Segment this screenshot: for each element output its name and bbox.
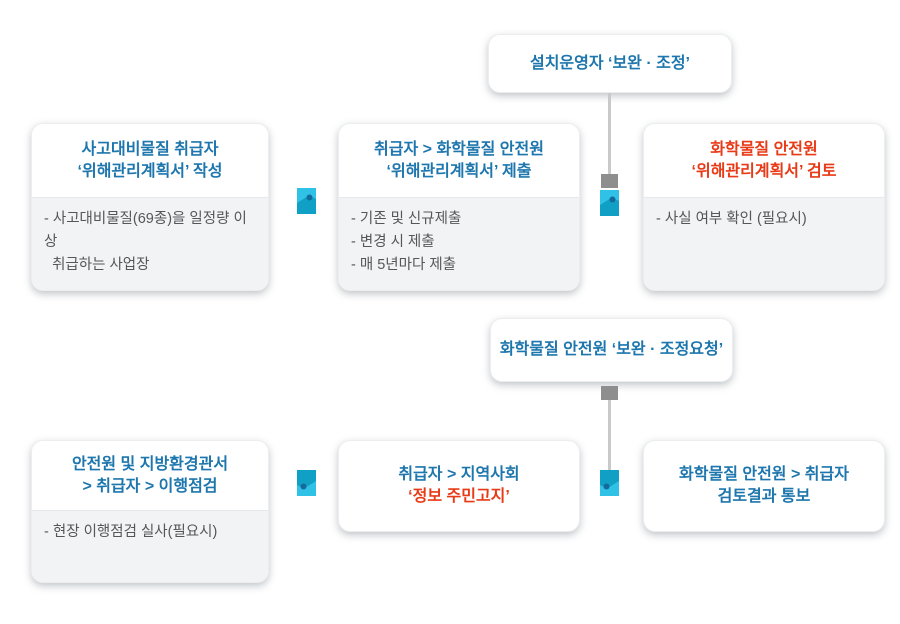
card-title-line1: 취급자 > 화학물질 안전원 bbox=[374, 140, 544, 158]
card-body-line: - 사고대비물질(69종)을 일정량 이상 bbox=[44, 211, 247, 250]
node-plan-writing-card: 사고대비물질 취급자 ‘위해관리계획서’ 작성 - 사고대비물질(69종)을 일… bbox=[31, 123, 269, 291]
card-title-line2: ‘위해관리계획서’ 검토 bbox=[691, 162, 837, 180]
card-body: - 현장 이행점검 실사(필요시) bbox=[32, 510, 268, 582]
card-body-line: - 사실 여부 확인 (필요시) bbox=[656, 211, 807, 227]
card-title-line2: > 취급자 > 이행점검 bbox=[82, 477, 218, 495]
node-institute-revision-request: 화학물질 안전원 ‘보완 · 조정요청’ bbox=[490, 318, 733, 382]
card-title-line2: ‘위해관리계획서’ 작성 bbox=[77, 162, 223, 180]
node-label-line2: ‘정보 주민고지’ bbox=[408, 488, 510, 505]
node-label-line1: 화학물질 안전원 > 취급자 bbox=[679, 466, 849, 483]
arrow-right-image-icon bbox=[297, 188, 316, 214]
connector-endpoint-square-top bbox=[601, 174, 618, 188]
card-body-line: - 변경 시 제출 bbox=[351, 234, 435, 250]
card-body: - 사실 여부 확인 (필요시) bbox=[644, 197, 884, 290]
card-title: 취급자 > 화학물질 안전원 ‘위해관리계획서’ 제출 bbox=[339, 124, 579, 197]
arrow-left-image-icon bbox=[297, 470, 316, 496]
card-title: 화학물질 안전원 ‘위해관리계획서’ 검토 bbox=[644, 124, 884, 197]
node-resident-notification: 취급자 > 지역사회 ‘정보 주민고지’ bbox=[338, 440, 580, 532]
node-label-line2: 검토결과 통보 bbox=[717, 488, 811, 505]
node-plan-submission-card: 취급자 > 화학물질 안전원 ‘위해관리계획서’ 제출 - 기존 및 신규제출 … bbox=[338, 123, 580, 291]
connector-endpoint-square-mid bbox=[601, 386, 618, 400]
card-title: 사고대비물질 취급자 ‘위해관리계획서’ 작성 bbox=[32, 124, 268, 197]
card-title-line1: 사고대비물질 취급자 bbox=[81, 140, 219, 158]
card-body-line: - 기존 및 신규제출 bbox=[351, 211, 462, 227]
card-body-line: - 현장 이행점검 실사(필요시) bbox=[44, 524, 218, 540]
node-review-result-notice: 화학물질 안전원 > 취급자 검토결과 통보 bbox=[643, 440, 885, 532]
arrow-left-image-icon bbox=[600, 470, 619, 496]
card-title-line2: ‘위해관리계획서’ 제출 bbox=[386, 162, 532, 180]
card-body-line: 취급하는 사업장 bbox=[44, 257, 150, 273]
card-title-line1: 안전원 및 지방환경관서 bbox=[71, 455, 229, 473]
connector-line-mid bbox=[608, 400, 611, 470]
card-body-line: - 매 5년마다 제출 bbox=[351, 257, 457, 273]
node-label-line1: 취급자 > 지역사회 bbox=[398, 466, 520, 483]
node-label: 설치운영자 ‘보완 · 조정’ bbox=[529, 54, 691, 72]
card-title-line1: 화학물질 안전원 bbox=[710, 140, 818, 158]
card-title: 안전원 및 지방환경관서 > 취급자 > 이행점검 bbox=[32, 441, 268, 510]
node-label: 화학물질 안전원 ‘보완 · 조정요청’ bbox=[499, 341, 724, 358]
node-implementation-check-card: 안전원 및 지방환경관서 > 취급자 > 이행점검 - 현장 이행점검 실사(필… bbox=[31, 440, 269, 583]
node-plan-review-card: 화학물질 안전원 ‘위해관리계획서’ 검토 - 사실 여부 확인 (필요시) bbox=[643, 123, 885, 291]
connector-line-top bbox=[608, 93, 611, 175]
card-body: - 기존 및 신규제출 - 변경 시 제출 - 매 5년마다 제출 bbox=[339, 197, 579, 290]
node-installer-revision: 설치운영자 ‘보완 · 조정’ bbox=[488, 34, 732, 93]
arrow-right-image-icon bbox=[600, 190, 619, 216]
card-body: - 사고대비물질(69종)을 일정량 이상 취급하는 사업장 bbox=[32, 197, 268, 290]
